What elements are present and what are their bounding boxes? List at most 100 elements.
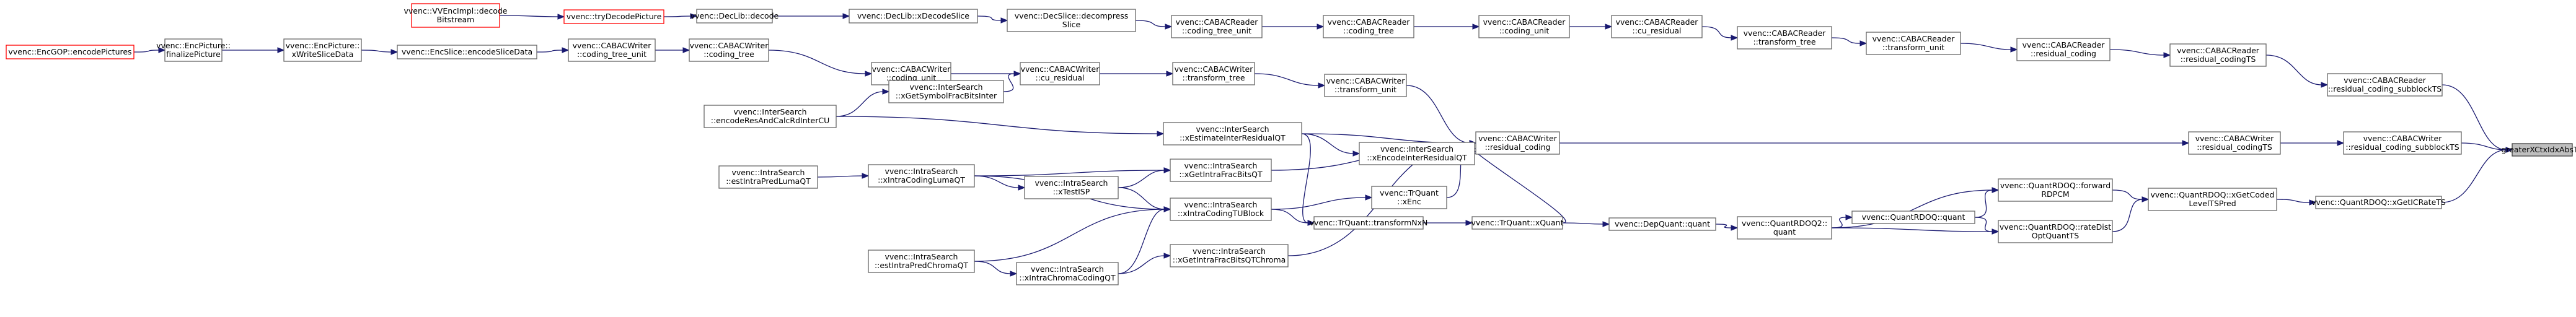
- node-box[interactable]: [1611, 15, 1703, 38]
- node-box[interactable]: [704, 105, 837, 128]
- node-box[interactable]: [718, 165, 818, 189]
- node-box[interactable]: [1171, 15, 1263, 38]
- function-node[interactable]: vvenc::EncGOP::encodePictures: [6, 45, 135, 59]
- node-box[interactable]: [397, 45, 537, 59]
- call-edge: [768, 50, 867, 74]
- node-box[interactable]: [6, 45, 135, 59]
- node-box[interactable]: [2327, 73, 2443, 97]
- node-label: vvenc::QuantRDOQ::forward: [2000, 181, 2111, 190]
- function-node[interactable]: vvenc::CABACReader::residual_coding_subb…: [2327, 73, 2443, 97]
- function-node[interactable]: vvenc::IntraSearch::xGetIntraFracBitsQTC…: [1170, 244, 1289, 267]
- function-node[interactable]: vvenc::IntraSearch::estIntraPredChromaQT: [868, 250, 975, 273]
- node-box[interactable]: [411, 3, 500, 28]
- node-box[interactable]: [1737, 216, 1832, 240]
- function-node[interactable]: vvenc::IntraSearch::xIntraCodingTUBlock: [1170, 198, 1272, 221]
- function-node[interactable]: vvenc::CABACReader::transform_unit: [1866, 32, 1961, 55]
- function-node[interactable]: vvenc::CABACWriter::transform_tree: [1172, 62, 1255, 85]
- node-box[interactable]: [1851, 211, 1975, 224]
- node-box[interactable]: [1323, 15, 1414, 38]
- function-node[interactable]: vvenc::CABACReader::coding_tree: [1323, 15, 1414, 38]
- node-box[interactable]: [2315, 196, 2442, 209]
- function-node[interactable]: vvenc::DecLib::xDecodeSlice: [849, 9, 978, 24]
- node-box[interactable]: [1998, 178, 2113, 202]
- node-box[interactable]: [1371, 186, 1447, 209]
- node-box[interactable]: [1998, 220, 2113, 243]
- node-box[interactable]: [2343, 131, 2462, 155]
- function-node[interactable]: vvenc::TrQuant::xQuant: [1471, 216, 1564, 230]
- node-box[interactable]: [1866, 32, 1961, 55]
- node-box[interactable]: [1608, 217, 1716, 231]
- node-box[interactable]: [1170, 198, 1272, 221]
- node-box[interactable]: [1170, 244, 1289, 267]
- node-box[interactable]: [888, 80, 1004, 103]
- function-node[interactable]: vvenc::DepQuant::quant: [1608, 217, 1716, 231]
- function-node[interactable]: vvenc::CABACWriter::residual_coding: [1475, 131, 1560, 155]
- function-node[interactable]: vvenc::CABACReader::transform_tree: [1737, 26, 1832, 50]
- node-box[interactable]: [868, 164, 975, 188]
- node-box[interactable]: [1478, 15, 1570, 38]
- function-node[interactable]: vvenc::IntraSearch::xIntraCodingLumaQT: [868, 164, 975, 188]
- function-node[interactable]: vvenc::tryDecodePicture: [563, 9, 664, 24]
- function-node[interactable]: vvenc::QuantRDOQ::quant: [1851, 211, 1975, 224]
- function-node[interactable]: vvenc::CABACReader::coding_tree_unit: [1171, 15, 1263, 38]
- function-node[interactable]: vvenc::CABACReader::residual_codingTS: [2169, 43, 2267, 67]
- function-node[interactable]: vvenc::CABACWriter::coding_tree_unit: [568, 38, 656, 62]
- function-node[interactable]: vvenc::CABACReader::cu_residual: [1611, 15, 1703, 38]
- function-node[interactable]: vvenc::IntraSearch::xIntraChromaCodingQT: [1016, 262, 1119, 285]
- node-box[interactable]: [2512, 143, 2573, 157]
- node-box[interactable]: [1475, 131, 1560, 155]
- function-node[interactable]: vvenc::CABACWriter::transform_unit: [1324, 74, 1407, 97]
- function-node[interactable]: vvenc::TrQuant::xEnc: [1371, 186, 1447, 209]
- function-node[interactable]: vvenc::EncSlice::encodeSliceData: [397, 45, 537, 59]
- function-node[interactable]: vvenc::EncPicture::finalizePicture: [156, 38, 231, 62]
- function-node[interactable]: vvenc::CABACWriter::residual_coding_subb…: [2343, 131, 2462, 155]
- node-box[interactable]: [1471, 216, 1563, 230]
- function-node[interactable]: vvenc::InterSearch::encodeResAndCalcRdIn…: [704, 105, 837, 128]
- function-node[interactable]: greaterXCtxIdxAbsTS: [2501, 143, 2576, 157]
- function-node[interactable]: vvenc::DecLib::decode: [690, 9, 779, 24]
- function-node[interactable]: vvenc::CABACReader::residual_coding: [2016, 38, 2111, 61]
- node-box[interactable]: [283, 38, 362, 62]
- function-node[interactable]: vvenc::InterSearch::xEstimateInterResidu…: [1163, 122, 1302, 145]
- node-box[interactable]: [1163, 122, 1302, 145]
- node-box[interactable]: [1172, 62, 1255, 85]
- function-node[interactable]: vvenc::InterSearch::xGetSymbolFracBitsIn…: [888, 80, 1004, 103]
- function-node[interactable]: vvenc::CABACWriter::coding_tree: [689, 38, 769, 62]
- function-node[interactable]: vvenc::CABACReader::coding_unit: [1478, 15, 1570, 38]
- node-box[interactable]: [1170, 158, 1272, 182]
- node-box[interactable]: [2188, 131, 2281, 155]
- function-node[interactable]: vvenc::TrQuant::transformNxN: [1310, 216, 1428, 230]
- node-box[interactable]: [2169, 43, 2267, 67]
- node-box[interactable]: [1359, 142, 1475, 165]
- node-box[interactable]: [1007, 9, 1136, 32]
- node-box[interactable]: [1737, 26, 1832, 50]
- function-node[interactable]: vvenc::InterSearch::xEncodeInterResidual…: [1359, 142, 1475, 165]
- node-box[interactable]: [868, 250, 975, 273]
- function-node[interactable]: vvenc::IntraSearch::xGetIntraFracBitsQT: [1170, 158, 1272, 182]
- node-box[interactable]: [689, 38, 769, 62]
- node-box[interactable]: [1313, 216, 1424, 230]
- node-box[interactable]: [696, 9, 773, 24]
- node-box[interactable]: [2016, 38, 2111, 61]
- function-node[interactable]: vvenc::IntraSearch::xTestISP: [1024, 176, 1119, 199]
- function-node[interactable]: vvenc::QuantRDOQ::xGetICRateTS: [2311, 196, 2446, 209]
- node-box[interactable]: [563, 9, 664, 24]
- node-box[interactable]: [1324, 74, 1407, 97]
- function-node[interactable]: vvenc::EncPicture::xWriteSliceData: [283, 38, 362, 62]
- node-box[interactable]: [849, 9, 978, 24]
- node-box[interactable]: [164, 38, 223, 62]
- node-box[interactable]: [2148, 188, 2277, 211]
- node-box[interactable]: [1016, 262, 1119, 285]
- node-box[interactable]: [1024, 176, 1119, 199]
- function-node[interactable]: vvenc::QuantRDOQ2::quant: [1737, 216, 1832, 240]
- function-node[interactable]: vvenc::CABACWriter::cu_residual: [1020, 62, 1100, 85]
- function-node[interactable]: vvenc::IntraSearch::estIntraPredLumaQT: [718, 165, 818, 189]
- function-node[interactable]: vvenc::CABACWriter::residual_codingTS: [2188, 131, 2281, 155]
- node-box[interactable]: [1020, 62, 1100, 85]
- node-box[interactable]: [568, 38, 656, 62]
